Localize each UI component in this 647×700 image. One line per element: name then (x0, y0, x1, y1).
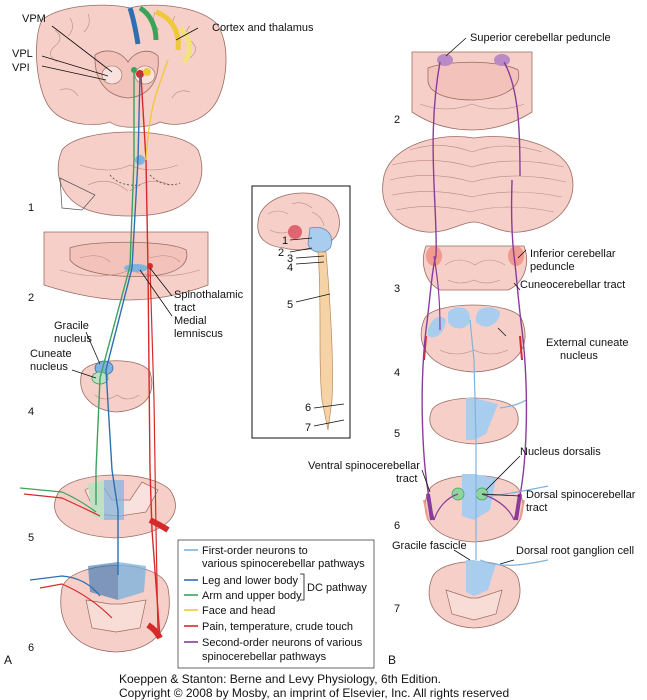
dorsal-spinocerebellar-label-2: tract (526, 502, 547, 514)
panel-b-level-4: 4 (394, 367, 400, 379)
dc-bracket (300, 573, 305, 601)
medial-lemniscus-label-2: lemniscus (174, 328, 223, 340)
gracile-fascicle-label: Gracile fascicle (392, 540, 467, 552)
thoracic-cord-b (429, 397, 527, 445)
external-cuneate-label: External cuneate (546, 337, 629, 349)
legend-item-5-line1: Second-order neurons of various (202, 637, 363, 649)
panel-b: Superior cerebellar peduncle Inferior ce… (308, 32, 636, 667)
panel-b-letter: B (388, 653, 396, 667)
inset-level-6: 6 (305, 402, 311, 414)
cuneate-nucleus-label-2: nucleus (30, 361, 68, 373)
spinothalamic-label-2: tract (174, 302, 195, 314)
panel-b-level-7: 7 (394, 603, 400, 615)
panel-b-level-5: 5 (394, 428, 400, 440)
inset-level-7: 7 (305, 422, 311, 434)
inset-level-4: 4 (287, 262, 293, 274)
superior-peduncle-label: Superior cerebellar peduncle (470, 32, 611, 44)
dc-pathway-label: DC pathway (307, 582, 367, 594)
legend-item-0-line2: various spinocerebellar pathways (202, 558, 365, 570)
nucleus-dorsalis-label: Nucleus dorsalis (520, 446, 601, 458)
spinocerebellar-tracts (421, 61, 549, 560)
panel-a-level-6: 6 (28, 642, 34, 654)
gracile-nucleus-label: Gracile (54, 320, 89, 332)
vpm-label: VPM (22, 13, 46, 25)
midbrain-section (57, 131, 203, 217)
ventral-spinocerebellar-label-2: tract (396, 473, 417, 485)
pons-section-b (411, 51, 533, 131)
pons-section (43, 231, 209, 301)
spinothalamic-label: Spinothalamic (174, 289, 244, 301)
panel-a-level-5: 5 (28, 532, 34, 544)
cuneocerebellar-label: Cuneocerebellar tract (520, 279, 625, 291)
caption-line-2: Copyright © 2008 by Mosby, an imprint of… (119, 686, 509, 700)
vpi-label: VPI (12, 62, 30, 74)
ascending-tracts (95, 59, 169, 639)
panel-b-level-3: 3 (394, 283, 400, 295)
caption-line-1: Koeppen & Stanton: Berne and Levy Physio… (119, 672, 441, 686)
inset-orientation: 1 2 3 4 5 6 7 (251, 185, 351, 439)
legend-item-2: Arm and upper body (202, 590, 302, 602)
legend-item-4: Pain, temperature, crude touch (202, 621, 353, 633)
legend-item-1: Leg and lower body (202, 575, 299, 587)
medulla-section (80, 360, 153, 413)
inset-level-1: 1 (282, 235, 288, 247)
panel-a-letter: A (4, 653, 12, 667)
cuneate-nucleus-label: Cuneate (30, 348, 72, 360)
panel-a-level-2: 2 (28, 292, 34, 304)
caudal-medulla-section (420, 304, 526, 373)
lower-thoracic-cord-b (423, 474, 525, 543)
inferior-peduncle-label-2: peduncle (530, 261, 575, 273)
legend: First-order neurons to various spinocere… (177, 539, 375, 669)
dorsal-spinocerebellar-label: Dorsal spinocerebellar (526, 489, 636, 501)
rostral-medulla-section (423, 245, 527, 291)
inferior-peduncle-label: Inferior cerebellar (530, 248, 616, 260)
lumbar-cord-section (29, 562, 170, 653)
legend-item-5-line2: spinocerebellar pathways (202, 651, 327, 663)
lumbar-cord-b (428, 559, 549, 629)
panel-a-level-4: 4 (28, 406, 34, 418)
panel-b-level-2: 2 (394, 114, 400, 126)
medial-lemniscus-label: Medial (174, 315, 206, 327)
cerebellum-section (382, 136, 574, 233)
cortex-section (36, 4, 227, 128)
panel-a-level-1: 1 (28, 202, 34, 214)
inset-level-5: 5 (287, 299, 293, 311)
drg-cell-label: Dorsal root ganglion cell (516, 545, 634, 557)
external-cuneate-label-2: nucleus (560, 350, 598, 362)
legend-item-0-line1: First-order neurons to (202, 545, 308, 557)
panel-b-level-6: 6 (394, 520, 400, 532)
cortex-label: Cortex and thalamus (212, 22, 314, 34)
ventral-spinocerebellar-label: Ventral spinocerebellar (308, 460, 420, 472)
vpl-label: VPL (12, 48, 33, 60)
gracile-nucleus-label-2: nucleus (54, 333, 92, 345)
inset-level-2: 2 (278, 247, 284, 259)
legend-item-3: Face and head (202, 605, 275, 617)
panel-a: Cortex and thalamus VPM VPL VPI Spinotha… (4, 4, 314, 667)
inset-level-3: 3 (287, 253, 293, 265)
